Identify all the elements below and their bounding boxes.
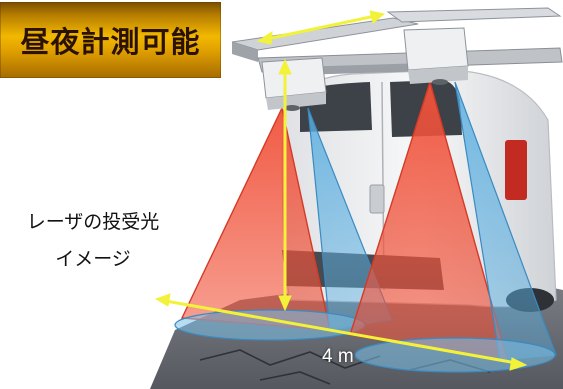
caption-line-1: レーザの投受光 (26, 211, 160, 233)
sensor-unit-left (261, 57, 327, 111)
laser-footprint-right (354, 337, 556, 373)
laser-caption: レーザの投受光 イメージ (0, 204, 186, 278)
sensor-spacing-arrow (261, 13, 381, 42)
laser-footprint-left (174, 309, 366, 341)
sensor-unit-right (403, 27, 469, 85)
measurement-width-label: 4 m (322, 346, 354, 367)
day-night-badge: 昼夜計測可能 (0, 2, 221, 78)
caption-line-2: イメージ (55, 248, 131, 270)
dimension-arrows (154, 10, 528, 371)
badge-label: 昼夜計測可能 (20, 25, 201, 59)
width-arrow (159, 298, 523, 366)
